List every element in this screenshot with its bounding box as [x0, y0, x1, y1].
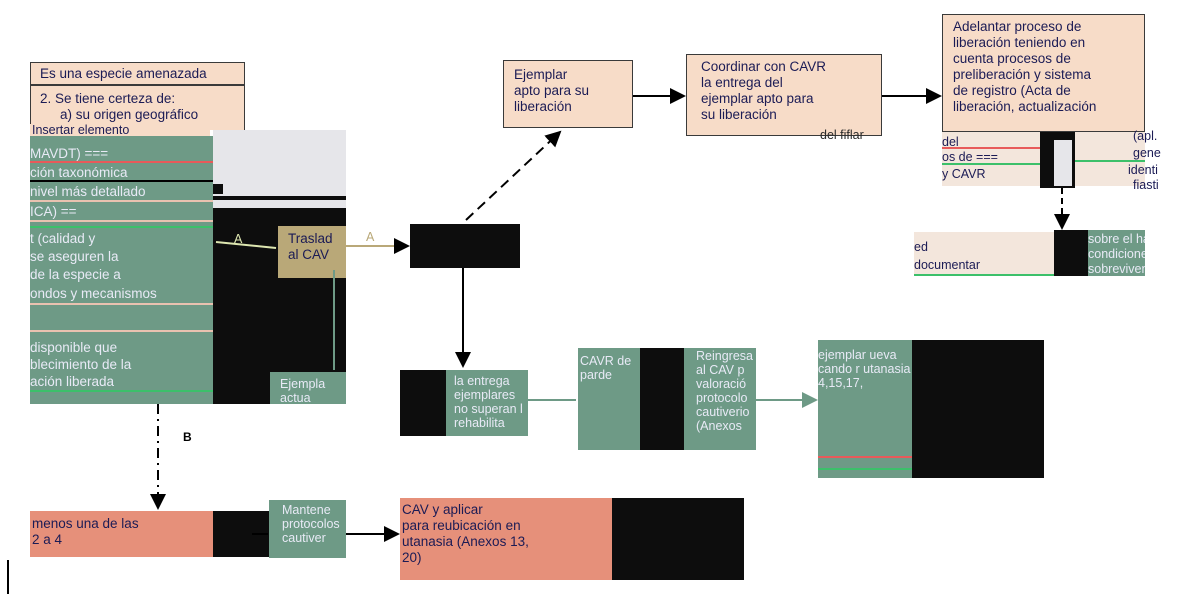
left-text-4: ICA) ==	[30, 204, 77, 219]
stripe	[818, 456, 912, 458]
right-frag-2: os de ===	[942, 150, 998, 164]
ejemplares-small-text: Ejempla actua	[280, 377, 326, 404]
right-frag-6: identi	[1128, 163, 1158, 177]
traslado-text: Traslad al CAV	[288, 231, 333, 262]
coordinar-tail: del fiflar	[820, 128, 864, 142]
left-text-7: de la especie a	[30, 267, 121, 282]
cavr-text: CAVR de parde	[580, 354, 632, 382]
coordinar-box: Coordinar con CAVR la entrega del ejempl…	[686, 54, 882, 136]
reingresa-box	[684, 348, 756, 450]
cav-aplicar-box	[400, 498, 612, 580]
cavr-black	[640, 348, 684, 450]
criterion-2a: a) su origen geográfico	[60, 107, 199, 122]
left-text-5: t (calidad y	[30, 231, 96, 246]
stripe	[30, 303, 213, 305]
stripe	[30, 330, 213, 332]
cav-aplicar-black	[612, 498, 744, 580]
left-lines-2	[213, 184, 223, 194]
right-frag-1: del	[942, 135, 959, 149]
bottom-left-box	[30, 511, 213, 557]
arrow-decision-to-apto	[465, 130, 562, 221]
sobre-green-panel	[1088, 230, 1145, 276]
stripe	[30, 161, 213, 163]
arrow-left-to-traslado	[215, 241, 277, 249]
decision-black-box	[410, 224, 520, 268]
traslado-box	[278, 226, 346, 278]
ejemplar-nueva-text: ejemplar ueva cando r utanasia 4,15,17,	[818, 348, 911, 390]
mantener-text: Mantene protocolos cautiver	[282, 503, 340, 545]
stripe	[30, 390, 213, 392]
bottom-left-text: menos una de las 2 a 4	[32, 516, 139, 547]
right-fragment-gray	[1054, 140, 1072, 186]
left-lines-1	[213, 196, 346, 200]
right-frag-7: fiasti	[1133, 178, 1159, 192]
sobre-right-3: sobrevivenc	[1088, 262, 1145, 276]
ejemplar-nueva-box	[818, 340, 912, 478]
stripe	[30, 180, 213, 182]
adelantar-box: Adelantar proceso de liberación teniendo…	[942, 14, 1145, 132]
left-criteria-box	[30, 62, 245, 130]
right-frag-4: (apl.	[1133, 129, 1158, 143]
left-text-9: disponible que	[30, 340, 118, 355]
stripe	[30, 226, 213, 228]
left-text-10: blecimiento de la	[30, 357, 132, 372]
left-text-1: MAVDT) ===	[30, 146, 109, 161]
entrega-black-edge	[400, 370, 446, 436]
ejemplares-small-box	[270, 372, 346, 404]
header-divider	[30, 84, 245, 86]
left-text-2: ción taxonómica	[30, 165, 128, 180]
cav-aplicar-text: CAV y aplicar para reubicación en utanas…	[402, 502, 529, 565]
left-text-11: ación liberada	[30, 374, 115, 389]
entrega-text: la entrega ejemplares no superan l rehab…	[454, 374, 523, 430]
right-frag-5: gene	[1133, 146, 1161, 160]
label-b: B	[183, 430, 192, 444]
sobre-black-panel	[1054, 230, 1088, 276]
cavr-box	[578, 348, 640, 450]
ejemplar-apto-box: Ejemplar apto para su liberación	[503, 60, 633, 128]
label-a-2: A	[366, 230, 375, 244]
reingresa-text: Reingresa al CAV p valoració protocolo c…	[696, 349, 753, 433]
criterion-2: 2. Se tiene certeza de:	[40, 91, 176, 106]
garbled-strip: Insertar elemento indicaciones...	[30, 124, 210, 136]
left-text-3: nivel más detallado	[30, 184, 146, 199]
label-a-1: A	[234, 232, 243, 246]
stripe	[1075, 160, 1145, 162]
stripe	[942, 147, 1040, 149]
left-text-8: ondos y mecanismos	[30, 286, 157, 301]
sobre-left-panel	[914, 232, 1054, 276]
sobre-left-1: ed	[914, 240, 928, 254]
stripe	[914, 274, 1054, 276]
endangered-species-header: Es una especie amenazada	[40, 66, 207, 81]
left-gray-panel	[213, 130, 346, 208]
right-frag-3: y CAVR	[942, 167, 986, 181]
mantener-box	[269, 500, 346, 558]
stripe	[30, 220, 213, 222]
stripe	[30, 200, 213, 202]
stripe	[818, 468, 912, 470]
ejemplar-nueva-black	[912, 340, 1044, 478]
entrega-box	[446, 370, 528, 436]
left-text-6: se aseguren la	[30, 249, 119, 264]
stripe	[942, 163, 1040, 165]
sobre-left-2: documentar	[914, 258, 981, 272]
sobre-right-1: sobre el ha	[1088, 232, 1145, 246]
